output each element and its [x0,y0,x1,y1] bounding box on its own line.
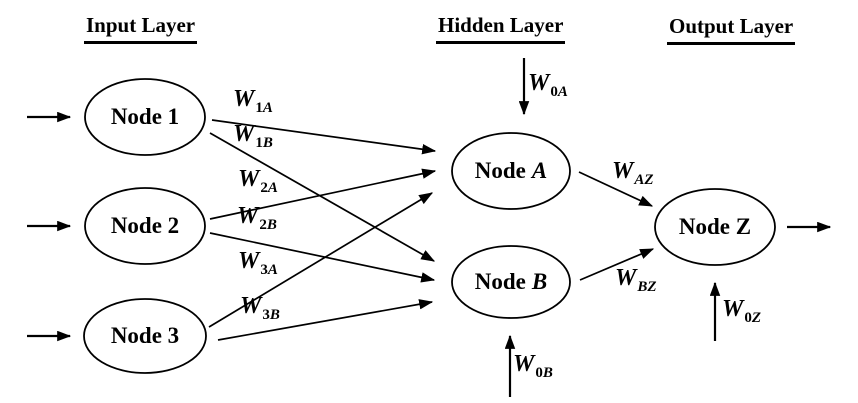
node1-ellipse [84,78,206,156]
nodeA-ellipse [451,132,571,210]
nodeZ-ellipse [654,188,776,266]
node2-ellipse [84,187,206,265]
node1-label: Node 1 [110,104,180,129]
edge-w2b [209,232,436,283]
hidden-layer-title: Hidden Layer [436,11,566,44]
input-layer-title: Input Layer [84,11,198,44]
weight-label-w3b: W3B [240,293,280,323]
edge-w3b [217,299,434,341]
nodeZ-label: Node Z [678,214,752,239]
weight-label-w0a: W0A [528,70,568,100]
node3-ellipse [83,298,207,374]
edge-w3a [208,192,434,328]
output-layer-title: Output Layer [667,12,796,45]
weight-label-w3a: W3A [238,248,278,278]
weight-label-w1b: W1B [233,121,273,151]
edge-w1b [209,132,436,262]
node3-label: Node 3 [110,323,180,348]
weight-label-w0b: W0B [513,351,553,381]
weight-label-w0z: W0Z [722,296,762,326]
edge-w2a [209,168,437,220]
weight-label-w1a: W1A [233,86,273,116]
edge-wbz [579,248,655,281]
edge-waz [578,171,654,207]
weight-label-w2b: W2B [237,203,277,233]
weight-label-wbz: WBZ [615,265,657,295]
node2-label: Node 2 [110,213,180,238]
nodeB-ellipse [451,245,571,319]
edge-w1a [211,119,437,155]
weight-label-waz: WAZ [612,158,654,188]
weight-label-w2a: W2A [238,166,278,196]
